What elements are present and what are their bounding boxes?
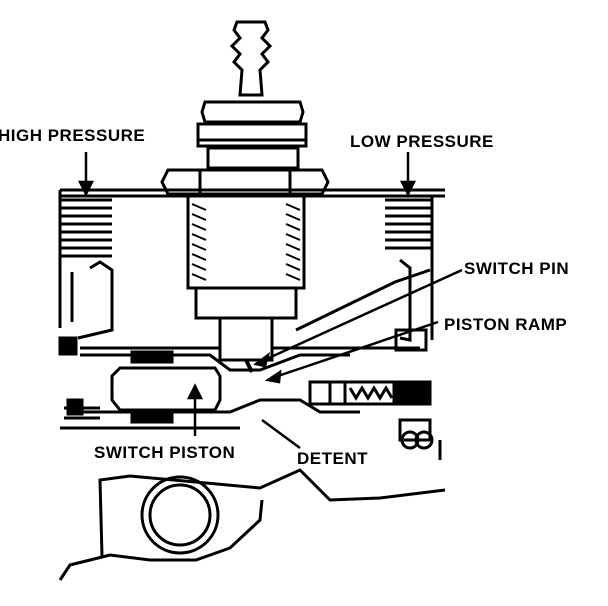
switch-piston [110,350,222,424]
lower-base [58,468,446,581]
label-low-pressure: LOW PRESSURE [350,132,494,151]
label-detent: DETENT [297,449,368,468]
label-piston-ramp: PISTON RAMP [444,315,567,334]
leader-lines [77,152,463,450]
low-pressure-spring [385,198,432,250]
piston-ramp-arrow-icon [264,369,282,384]
switch-pin [244,359,254,373]
upper-hex [200,100,305,124]
high-pressure-arrow-icon [77,180,95,197]
hose-nipple [229,20,273,97]
mounting-hole-outer [140,475,220,555]
mounting-hole-inner [148,483,212,547]
switch-piston-arrow-icon [186,383,204,400]
housing-outline [58,188,445,460]
label-switch-pin: SWITCH PIN [464,259,569,278]
right-valve-assembly [308,328,434,450]
left-fittings [58,336,100,420]
thread-lines [191,203,301,281]
switch-stem [218,316,274,362]
low-pressure-arrow-icon [399,180,417,197]
switch-pin-arrow-icon [253,351,271,368]
high-pressure-spring [60,198,112,258]
label-high-pressure: HIGH PRESSURE [0,126,145,145]
label-switch-piston: SWITCH PISTON [94,443,235,462]
upper-collar [196,122,308,148]
lower-hex-nut [160,168,330,196]
fitting-neck [206,146,300,170]
